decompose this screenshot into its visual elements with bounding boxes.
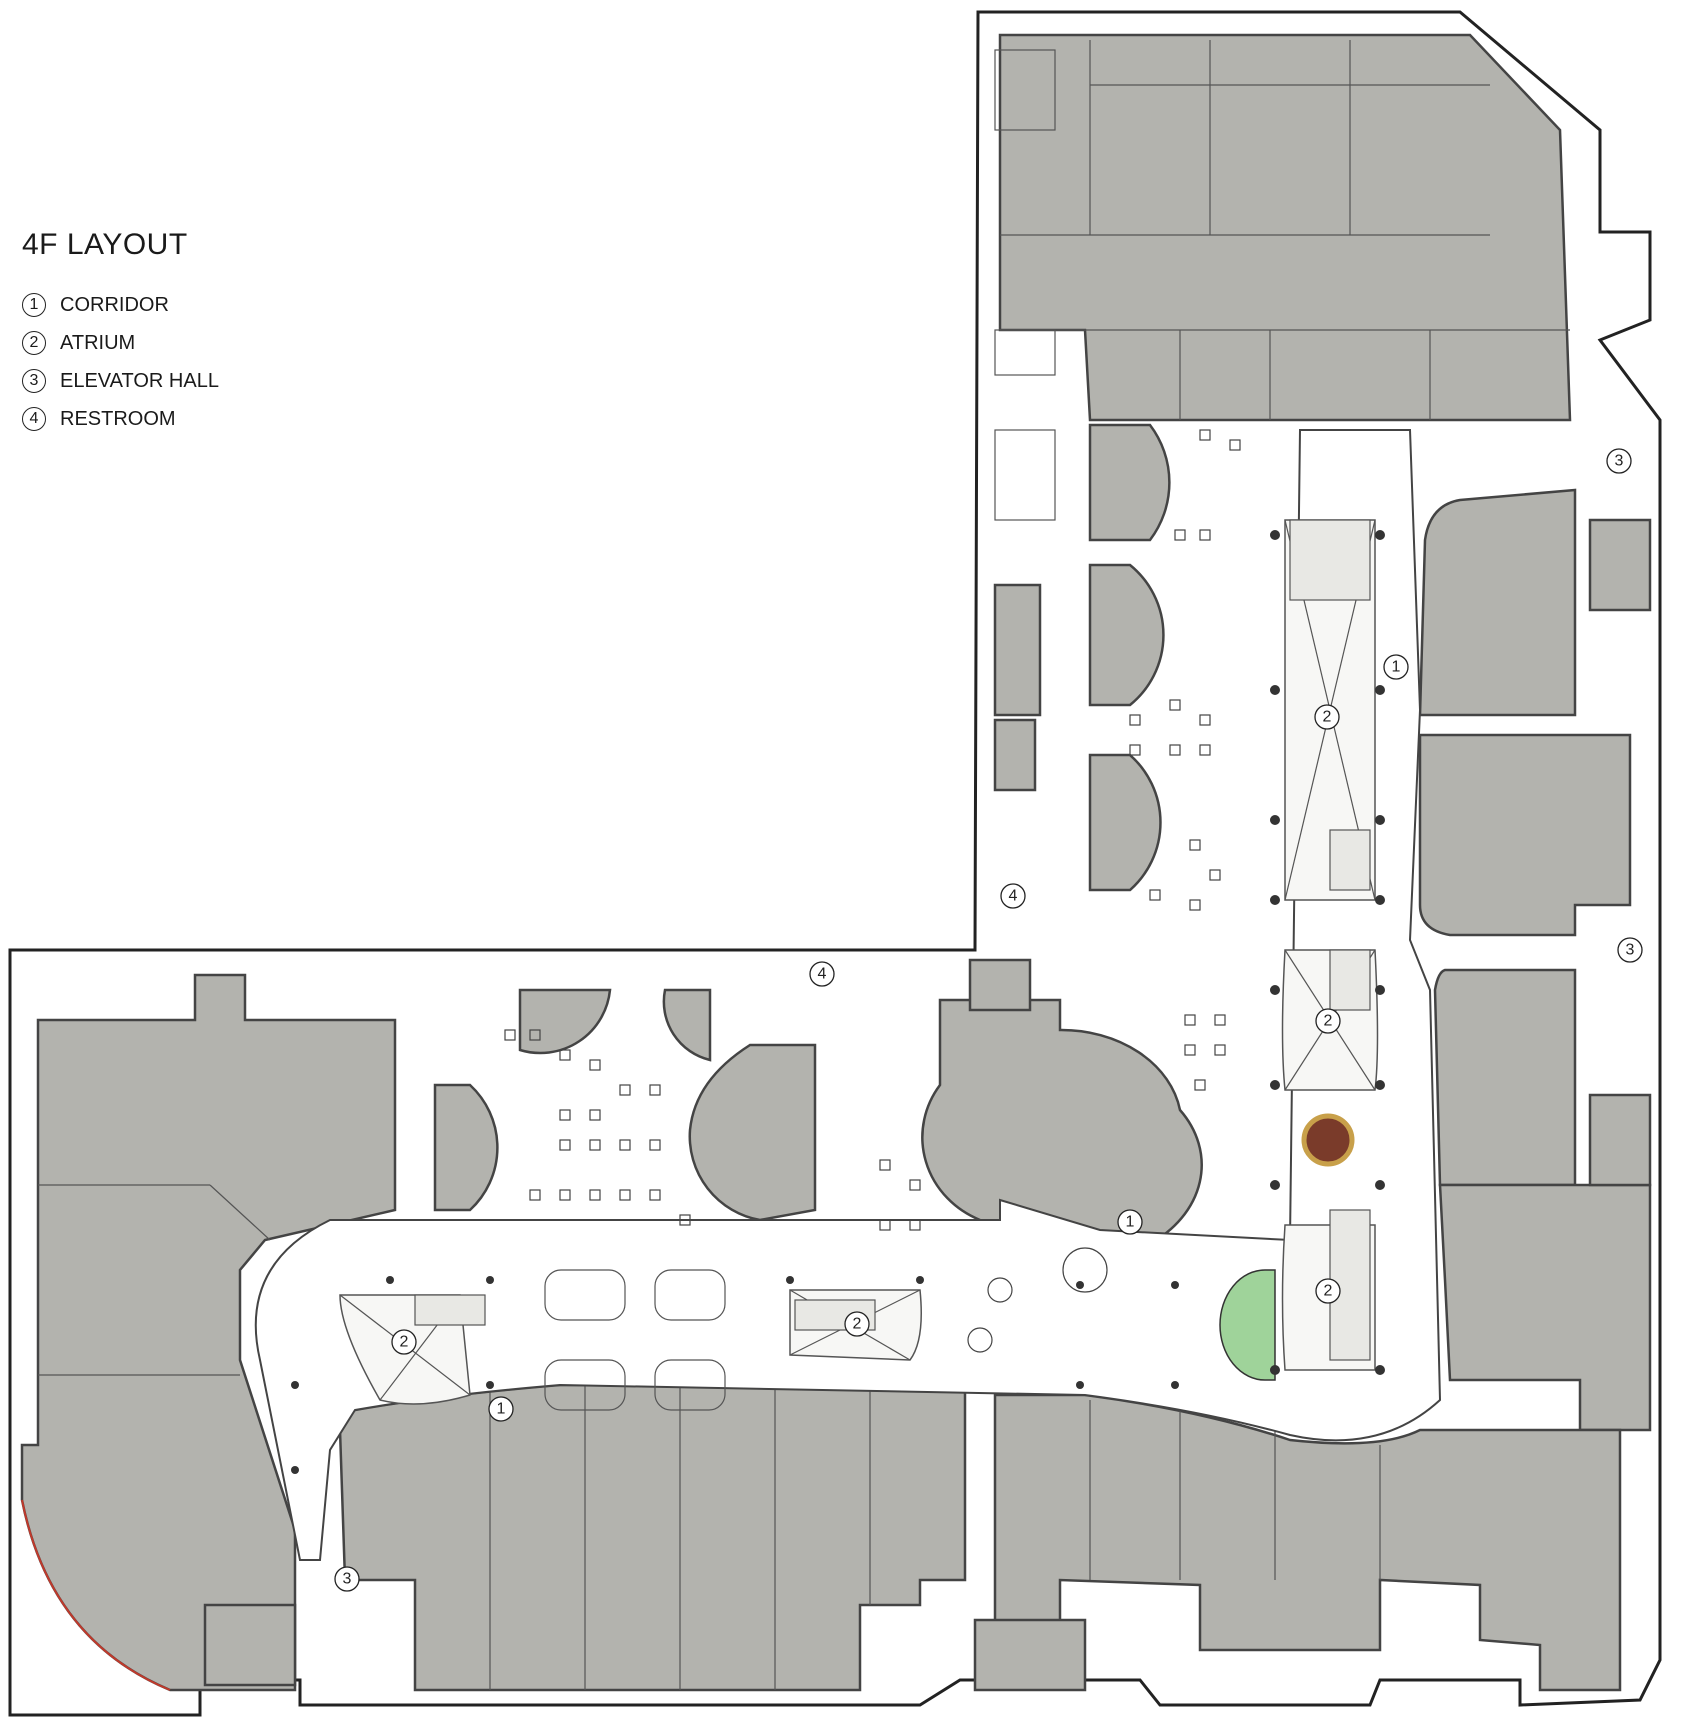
shop-east [1418,733,1632,937]
label-text: 2 [1323,709,1332,726]
shop-center-west [688,1043,817,1222]
label-text: 3 [343,1571,352,1588]
legend-label: ATRIUM [60,331,136,354]
legend-label: RESTROOM [60,407,176,430]
service-room [993,718,1037,792]
label-atrium: 2 [391,1329,417,1355]
legend-item-corridor: 1 CORRIDOR [22,286,219,324]
structural-columns [291,530,1385,1474]
label-text: 2 [400,1334,409,1351]
north-partitions [1000,40,1570,420]
label-atrium: 2 [844,1311,870,1337]
kiosk-round [518,988,612,1055]
legend-number: 3 [22,369,46,393]
legend-item-atrium: 2 ATRIUM [22,324,219,362]
label-text: 1 [1392,659,1401,676]
accent-wall [21,1499,171,1691]
garden-feature [1219,1269,1276,1381]
label-text: 3 [1615,453,1624,470]
kiosk-round [1088,423,1171,542]
escalators [414,519,1371,1361]
label-text: 2 [1324,1283,1333,1300]
label-text: 1 [497,1401,506,1418]
anchor-partitions [38,1184,271,1376]
label-text: 2 [1324,1013,1333,1030]
service-room [993,583,1042,717]
round-table-cluster [967,1247,1108,1353]
legend-number: 1 [22,293,46,317]
legend-item-elevator-hall: 3 ELEVATOR HALL [22,362,219,400]
shop-east-small [1588,1093,1652,1187]
legend-label: CORRIDOR [60,293,169,316]
legend-item-restroom: 4 RESTROOM [22,400,219,438]
south-partitions [489,1385,871,1690]
label-elevator-hall: 3 [1606,448,1632,474]
label-text: 4 [818,966,827,983]
label-elevator-hall: 3 [334,1566,360,1592]
label-corridor: 1 [488,1396,514,1422]
label-elevator-hall: 3 [1617,937,1643,963]
label-atrium: 2 [1314,704,1340,730]
fountain-feature [1301,1113,1355,1167]
kiosk-round [1088,753,1162,892]
south-east-partitions [1089,1400,1381,1580]
label-restroom: 4 [809,961,835,987]
shop-east [1433,968,1577,1187]
kiosk-round [662,988,712,1062]
service-room [968,958,1032,1012]
label-atrium: 2 [1315,1008,1341,1034]
rest-pads [544,1269,726,1411]
shop-east [1418,488,1577,717]
legend-title: 4F LAYOUT [22,228,188,261]
stair-box [994,429,1056,521]
legend-number: 2 [22,331,46,355]
corridor-floor [254,429,1442,1561]
kiosk-round [433,1083,499,1212]
legend: 4F LAYOUT 1 CORRIDOR 2 ATRIUM 3 ELEVATOR… [22,228,219,438]
label-corridor: 1 [1383,654,1409,680]
elevator-box [994,329,1056,376]
label-text: 1 [1126,1214,1135,1231]
stair-box [994,49,1056,131]
shop-east [1438,1183,1652,1432]
service-room [203,1603,297,1687]
label-restroom: 4 [1000,883,1026,909]
label-text: 3 [1626,942,1635,959]
label-text: 4 [1009,888,1018,905]
label-corridor: 1 [1117,1209,1143,1235]
dining-tables [504,429,1241,1231]
legend-number: 4 [22,407,46,431]
legend-label: ELEVATOR HALL [60,369,219,392]
label-atrium: 2 [1315,1278,1341,1304]
shop-east-small [1588,518,1652,612]
kiosk-round [1088,563,1165,707]
label-text: 2 [853,1316,862,1333]
service-room [973,1618,1087,1692]
